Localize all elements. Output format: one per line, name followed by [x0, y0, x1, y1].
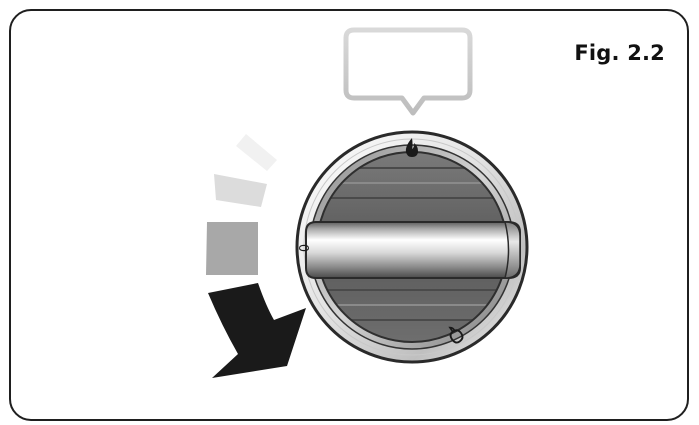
trail-segment-1: [236, 134, 277, 171]
knob-handle[interactable]: [306, 222, 520, 278]
control-knob[interactable]: 0: [297, 132, 527, 362]
callout-bubble: [346, 30, 470, 113]
trail-segment-2: [214, 174, 267, 207]
rotation-trail: [206, 134, 277, 275]
rotation-arrow: [208, 283, 306, 378]
trail-segment-3: [206, 222, 258, 275]
off-position-mark: 0: [298, 244, 313, 252]
